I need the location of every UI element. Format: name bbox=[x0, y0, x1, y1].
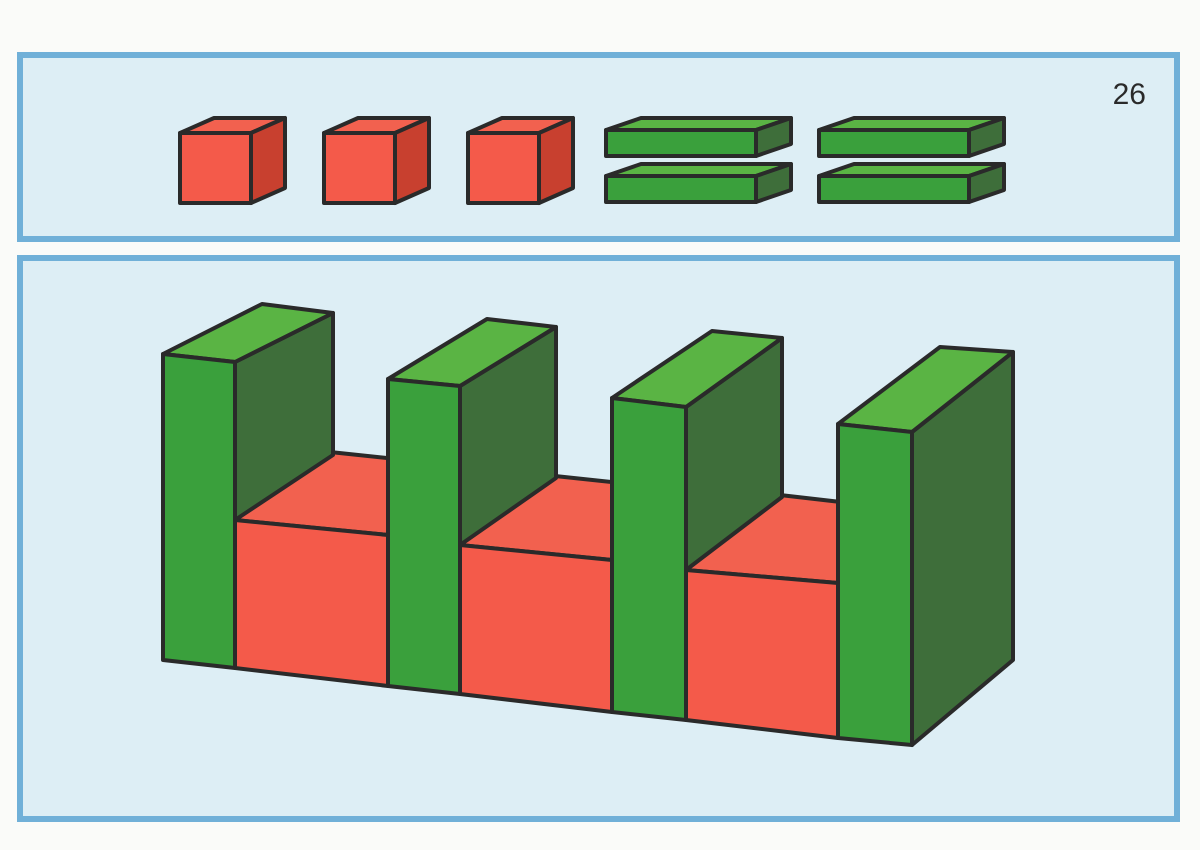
plate-front-face bbox=[817, 128, 971, 158]
cube-side-face bbox=[537, 116, 575, 205]
pieces-panel: 26 bbox=[17, 52, 1180, 242]
cube-side-face bbox=[249, 116, 287, 205]
cube-front-face bbox=[233, 518, 390, 688]
construction-illustration bbox=[161, 302, 1015, 747]
green-plate-piece bbox=[817, 162, 1006, 204]
green-plate-piece bbox=[817, 116, 1006, 158]
plate-front-face bbox=[604, 174, 758, 204]
green-plate-piece bbox=[604, 162, 793, 204]
pieces-illustration bbox=[178, 116, 1006, 205]
upright-front-face bbox=[836, 422, 914, 747]
cube-front-face bbox=[322, 131, 397, 205]
plate-front-face bbox=[817, 174, 971, 204]
cube-side-face bbox=[393, 116, 431, 205]
cube-front-face bbox=[458, 543, 614, 714]
green-upright-plate bbox=[610, 329, 784, 722]
green-upright-plate bbox=[386, 317, 558, 696]
page-number: 26 bbox=[1112, 78, 1146, 111]
green-upright-plate bbox=[161, 302, 335, 670]
construction-panel bbox=[17, 255, 1180, 822]
cube-front-face bbox=[684, 568, 840, 740]
upright-front-face bbox=[386, 377, 462, 696]
upright-front-face bbox=[161, 352, 237, 670]
plate-front-face bbox=[604, 128, 758, 158]
red-cube-piece bbox=[322, 116, 431, 205]
red-cube-piece bbox=[466, 116, 575, 205]
green-upright-plate bbox=[836, 345, 1015, 747]
cube-front-face bbox=[178, 131, 253, 205]
green-plate-piece bbox=[604, 116, 793, 158]
red-cube-piece bbox=[178, 116, 287, 205]
upright-front-face bbox=[610, 396, 688, 722]
cube-front-face bbox=[466, 131, 541, 205]
